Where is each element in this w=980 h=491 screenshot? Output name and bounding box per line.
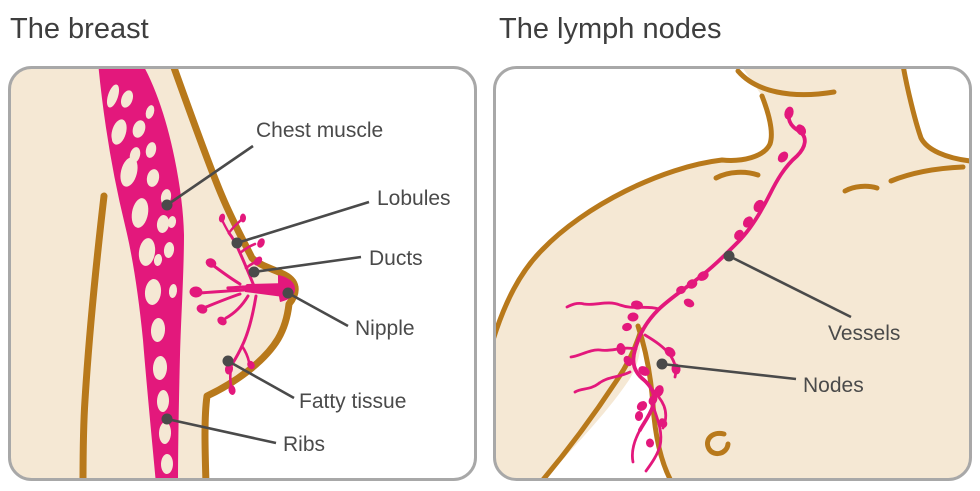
label-fatty-tissue: Fatty tissue — [299, 390, 407, 413]
callout-line-lobules — [236, 200, 370, 245]
lymph-callouts — [656, 250, 852, 381]
breast-title: The breast — [10, 13, 149, 45]
callout-dot-nipple — [282, 287, 294, 299]
breast-callouts — [161, 144, 370, 445]
breast-body-exterior — [172, 67, 476, 480]
lymph-panel-art — [494, 67, 971, 480]
callout-line-nodes — [661, 362, 797, 381]
lymph-panel-border — [493, 66, 972, 481]
label-lobules: Lobules — [377, 187, 451, 210]
lymph-title: The lymph nodes — [499, 13, 722, 45]
body-profile-outline — [168, 67, 299, 480]
label-nodes: Nodes — [803, 374, 864, 397]
callout-line-vessels — [728, 254, 852, 319]
callout-dot-nodes — [656, 358, 668, 370]
callout-line-nipple — [287, 291, 349, 328]
callout-line-chest-muscle — [166, 144, 254, 207]
callout-line-fatty-tissue — [227, 359, 295, 400]
callout-dot-chest-muscle — [161, 199, 173, 211]
callout-dot-lobules — [231, 237, 243, 249]
label-nipple: Nipple — [355, 317, 415, 340]
callout-dot-ducts — [248, 266, 260, 278]
callout-line-ducts — [253, 255, 362, 274]
lymph-vessels-illustration — [565, 106, 807, 473]
callout-dot-ribs — [161, 413, 173, 425]
duct-tree-illustration — [189, 213, 295, 395]
rib-line — [79, 192, 108, 480]
breast-panel-border — [8, 66, 477, 481]
label-vessels: Vessels — [828, 322, 901, 345]
callout-line-ribs — [166, 417, 277, 445]
callout-dot-vessels — [723, 250, 735, 262]
label-chest-muscle: Chest muscle — [256, 119, 384, 142]
areola-mark — [705, 430, 731, 457]
callout-dot-fatty-tissue — [222, 355, 234, 367]
label-ducts: Ducts — [369, 247, 423, 270]
breast-panel-art — [9, 67, 476, 480]
label-ribs: Ribs — [283, 433, 326, 456]
